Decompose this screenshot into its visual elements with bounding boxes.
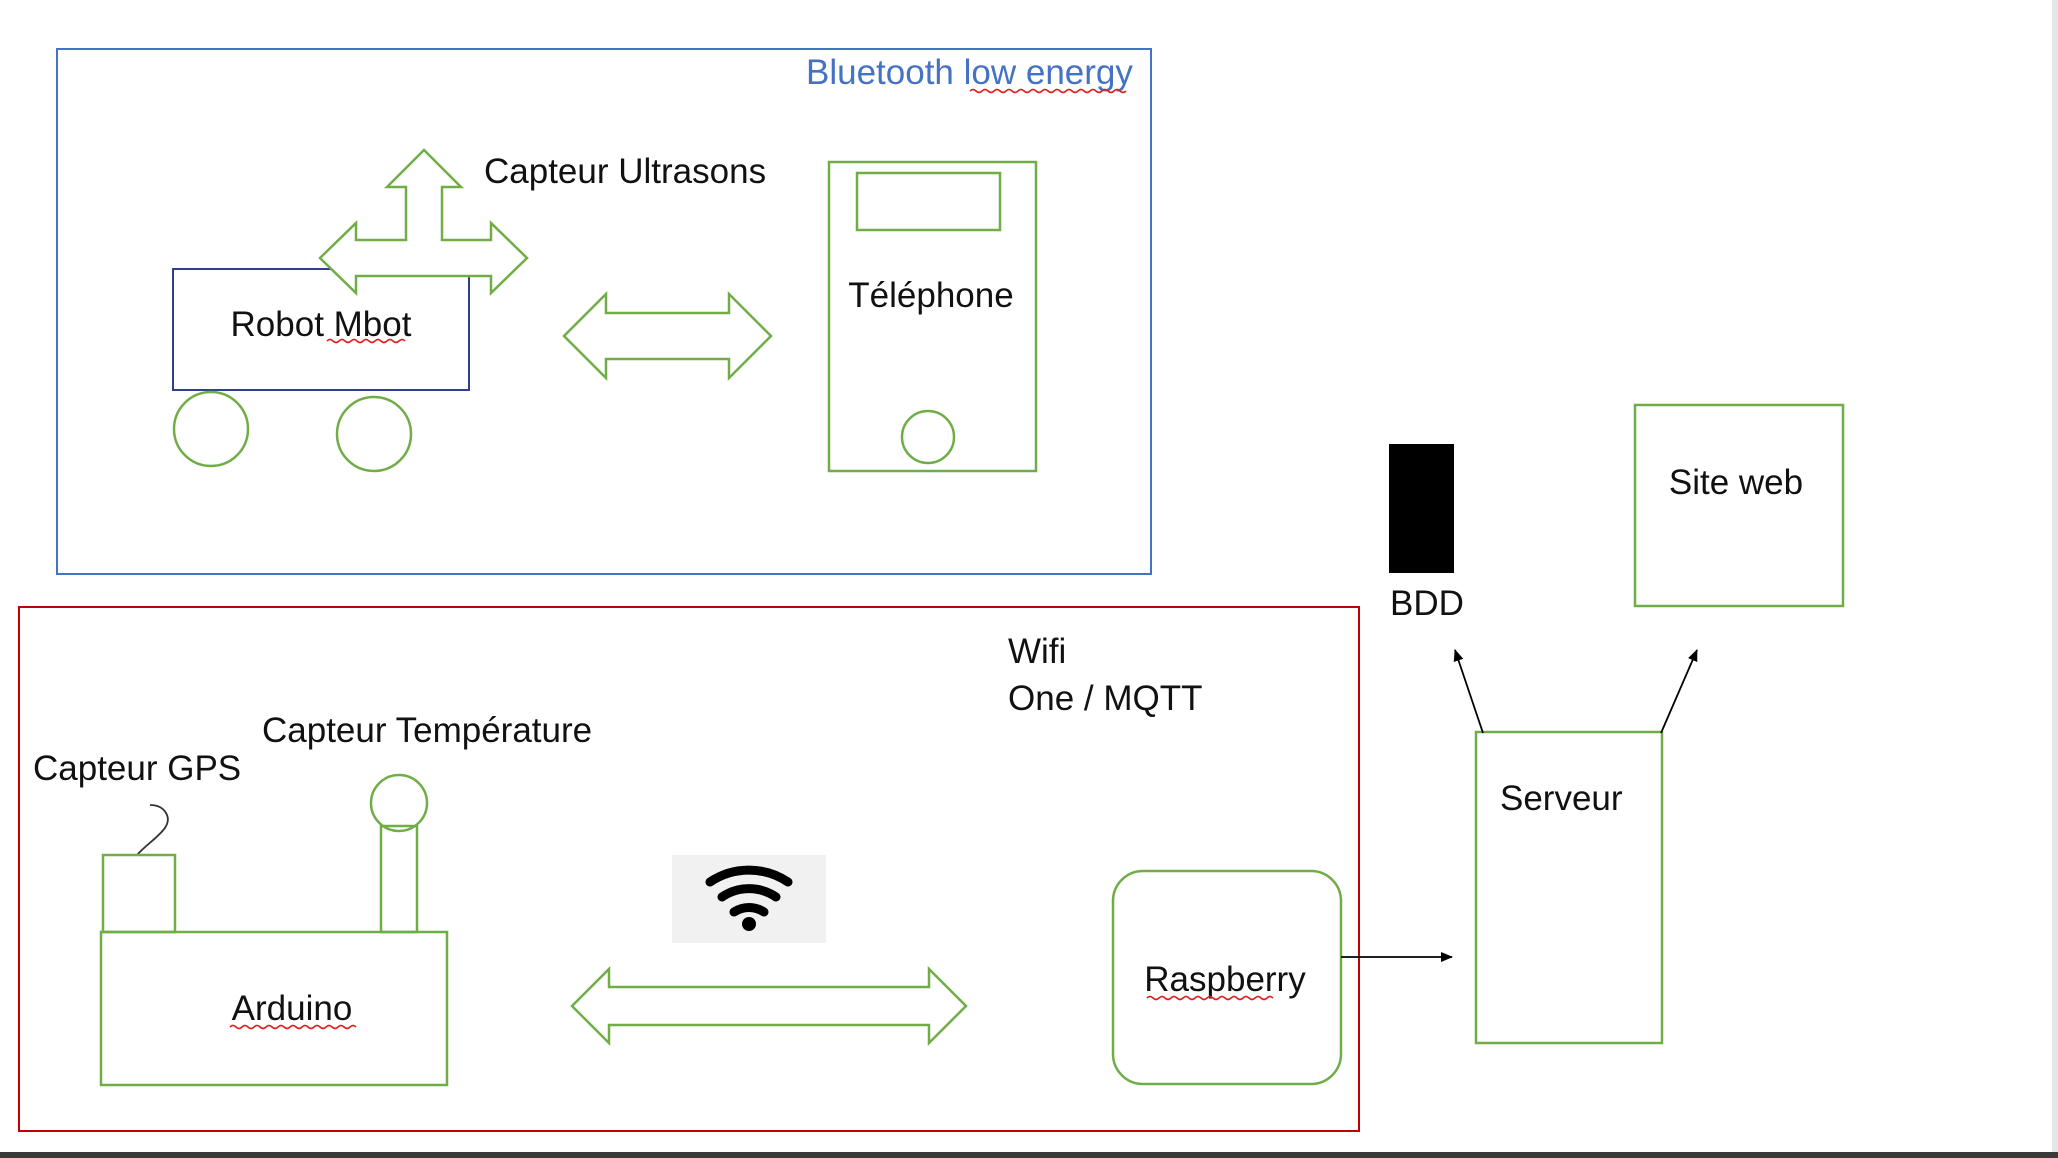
ble-double-arrow [562,290,773,382]
phone: Téléphone [827,160,1038,473]
wifi-protocol-line1: Wifi [1008,632,1066,671]
ultrasonic-sensor-arrow [318,148,529,296]
server-to-website-arrow [1660,649,1698,734]
robot-wheel-right [335,395,413,473]
gps-module [101,853,177,934]
temperature-sensor-head [369,773,429,833]
window-bottom-bar [0,1152,2058,1158]
server-box [1474,730,1664,1045]
raspberry-label: Raspberry [1144,960,1306,999]
wifi-icon [705,865,793,931]
database: BDD [1389,444,1464,623]
website: Site web [1633,403,1845,608]
database-icon [1389,444,1454,573]
raspberry-box [1111,869,1343,1086]
wifi-zone: Wifi One / MQTT Capteur GPS Capteur Temp… [18,606,1360,1132]
website-box [1633,403,1845,608]
phone-label: Téléphone [848,276,1013,315]
ultrasonic-sensor-label: Capteur Ultrasons [484,152,766,191]
database-label: BDD [1390,584,1464,623]
wifi-protocol-line2: One / MQTT [1008,679,1202,718]
robot-mbot: Robot Mbot [172,148,529,473]
spellcheck-underline [229,1024,357,1030]
server-to-database-arrow [1453,649,1484,734]
spellcheck-underline [326,338,406,344]
bluetooth-zone-title: Bluetooth low energy [806,53,1133,92]
temperature-sensor-label: Capteur Température [262,711,592,750]
wifi-zone-frame [18,606,1360,1132]
bluetooth-zone-frame [56,48,1152,575]
spellcheck-underline [1146,995,1274,1001]
spellcheck-underline [969,88,1127,94]
website-label: Site web [1669,463,1803,502]
server: Serveur [1474,730,1664,1045]
raspberry: Raspberry [1111,869,1343,1086]
gps-sensor-label: Capteur GPS [33,749,241,788]
phone-body [827,160,1038,473]
phone-home-button [900,409,956,465]
arduino-label: Arduino [232,989,353,1028]
phone-screen [855,171,1002,232]
robot-label: Robot Mbot [231,305,412,344]
wifi-icon-block [672,855,826,943]
gps-antenna [136,804,169,856]
bluetooth-zone: Bluetooth low energy Robot Mbot Capteur … [56,48,1152,575]
wifi-double-arrow [570,965,968,1047]
arduino-board [99,930,449,1087]
robot-wheel-left [172,390,250,468]
robot-body [172,268,470,391]
window-edge-shadow [2052,0,2058,1158]
server-label: Serveur [1500,779,1623,818]
arduino-assembly: Arduino [99,773,449,1087]
temperature-sensor-stem [379,824,419,934]
